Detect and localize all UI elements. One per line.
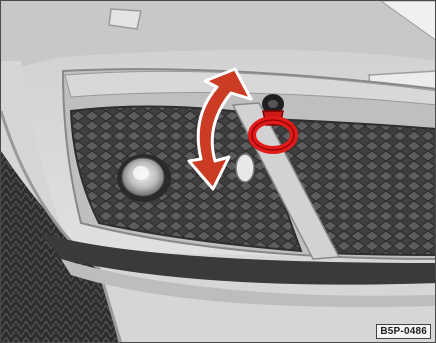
figure-reference-code: B5P-0486 [376,324,431,339]
cover-cap [236,154,254,182]
washer-cap [109,9,141,29]
